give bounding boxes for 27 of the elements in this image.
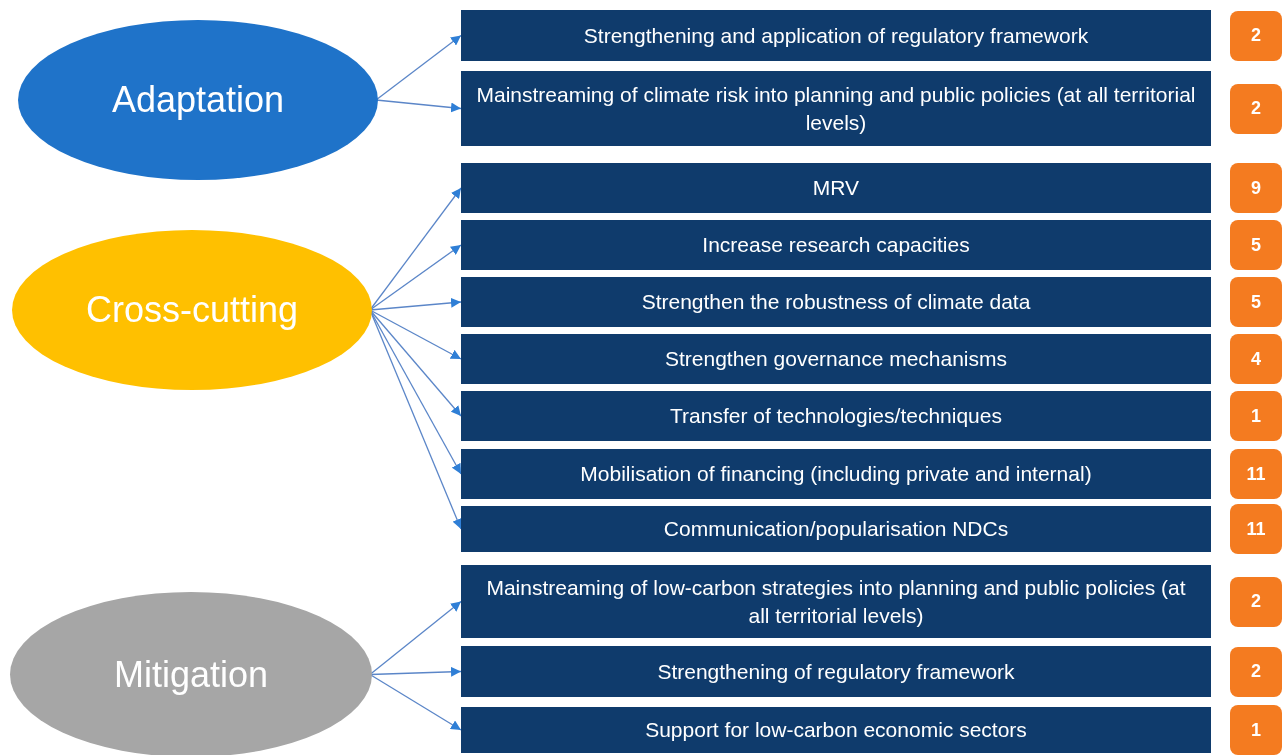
action-box: Mainstreaming of low-carbon strategies into planning and public policies (at all territorial levels) xyxy=(461,565,1211,638)
category-ellipse: Mitigation xyxy=(10,592,372,755)
count-badge: 11 xyxy=(1230,449,1282,499)
action-box: Mobilisation of financing (including private and internal) xyxy=(461,449,1211,499)
action-box: Support for low-carbon economic sectors xyxy=(461,707,1211,753)
count-badge: 2 xyxy=(1230,576,1282,627)
count-badge: 4 xyxy=(1230,334,1282,384)
count-badge: 2 xyxy=(1230,83,1282,134)
count-badge: 1 xyxy=(1230,705,1282,755)
action-box: Strengthening of regulatory framework xyxy=(461,646,1211,697)
count-badge: 1 xyxy=(1230,391,1282,441)
count-badge: 9 xyxy=(1230,163,1282,213)
count-badge: 2 xyxy=(1230,646,1282,697)
count-badge: 11 xyxy=(1230,504,1282,554)
count-badge: 2 xyxy=(1230,10,1282,61)
category-ellipse: Cross-cutting xyxy=(12,230,372,390)
category-ellipse: Adaptation xyxy=(18,20,378,180)
action-box: Strengthen the robustness of climate data xyxy=(461,277,1211,327)
action-box: Transfer of technologies/techniques xyxy=(461,391,1211,441)
action-box: Strengthening and application of regulatory framework xyxy=(461,10,1211,61)
count-badge: 5 xyxy=(1230,220,1282,270)
action-box: MRV xyxy=(461,163,1211,213)
action-box: Communication/popularisation NDCs xyxy=(461,506,1211,552)
count-badge: 5 xyxy=(1230,277,1282,327)
action-box: Mainstreaming of climate risk into planning and public policies (at all territorial levels) xyxy=(461,71,1211,146)
action-box: Strengthen governance mechanisms xyxy=(461,334,1211,384)
action-box: Increase research capacities xyxy=(461,220,1211,270)
